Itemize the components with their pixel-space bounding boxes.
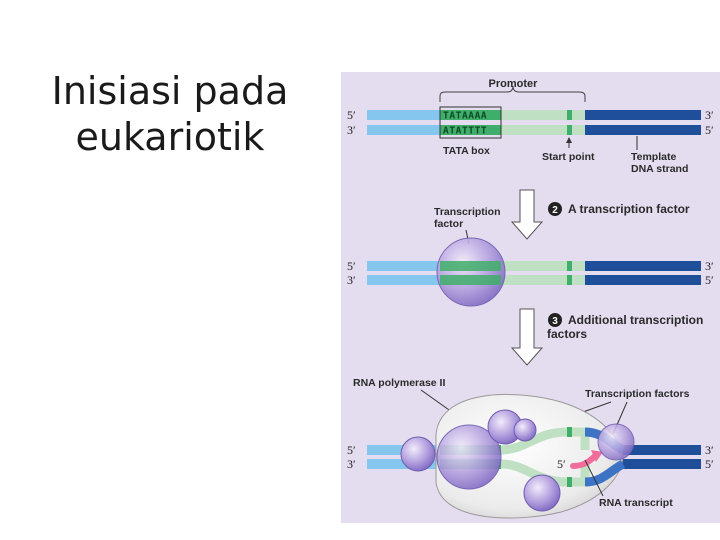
step2-number: 2 (552, 205, 558, 216)
step2-top-left-end: 5′ (347, 259, 356, 273)
step2-down-arrow (510, 189, 544, 240)
step1-top-right-end: 3′ (705, 108, 714, 122)
dna-duplex-step2 (367, 261, 701, 285)
step3-number: 3 (552, 316, 558, 327)
step3-top-right-end: 3′ (705, 443, 714, 457)
step1-top-left-end: 5′ (347, 108, 356, 122)
template-strand-label-line-1: Template (631, 151, 676, 163)
transcription-initiation-figure: Promoter TATAAAA ATATTTT 5′ 3′ 3′ 5′ TAT… (341, 72, 720, 523)
step2-number-badge (548, 202, 562, 216)
step2-bottom-left-end: 3′ (347, 273, 356, 287)
rna-five-prime-end: 5′ (557, 457, 566, 471)
step2-top-right-end: 3′ (705, 259, 714, 273)
tata-box-label: TATA box (443, 145, 490, 157)
step3-bottom-right-end: 5′ (705, 457, 714, 471)
step1-bottom-left-end: 3′ (347, 123, 356, 137)
transcription-factor-label-line-1: Transcription (434, 206, 501, 218)
tata-top-sequence: TATAAAA (443, 111, 487, 122)
step3-label-line-2: factors (547, 327, 587, 341)
slide-title-line-2: eukariotik (75, 115, 265, 159)
rna-transcript (570, 453, 598, 469)
step3-number-badge (548, 313, 562, 327)
step3-label-line-1: Additional transcription (568, 313, 703, 327)
rna-transcript-label: RNA transcript (599, 497, 673, 509)
step3-bottom-left-end: 3′ (347, 457, 356, 471)
tata-box-outline (439, 106, 502, 139)
step1-bottom-right-end: 5′ (705, 123, 714, 137)
transcription-factor-protein (436, 237, 506, 307)
transcription-factors-label: Transcription factors (585, 388, 690, 400)
start-point-label: Start point (542, 151, 595, 163)
tata-box-bound-top (440, 261, 501, 271)
slide-title: Inisiasi pada eukariotik (20, 68, 320, 160)
rna-transcript-arrowhead (591, 450, 603, 462)
promoter-bracket (439, 85, 586, 102)
step2-bottom-right-end: 5′ (705, 273, 714, 287)
transcription-factor-large-bound (436, 424, 502, 490)
rna-transcript-pointer (584, 459, 604, 497)
dna-bottom-strand (367, 125, 701, 135)
tata-box-bound-bottom (440, 275, 501, 285)
step3-down-arrow (510, 308, 544, 366)
step2-label: A transcription factor (568, 202, 690, 216)
promoter-label: Promoter (489, 78, 539, 90)
transcription-factor-left (400, 436, 436, 472)
transcription-factor-right (597, 423, 635, 461)
tata-bottom-sequence: ATATTTT (443, 126, 487, 137)
transcription-factor-top-small (513, 418, 537, 442)
transcription-factor-label-line-2: factor (434, 218, 463, 230)
dna-duplex-step1: TATAAAA ATATTTT (367, 106, 701, 139)
slide-title-line-1: Inisiasi pada (51, 69, 289, 113)
transcription-factor-bottom (523, 474, 561, 512)
step3-top-left-end: 5′ (347, 443, 356, 457)
template-strand-label-line-2: DNA strand (631, 163, 688, 175)
dna-top-strand (367, 110, 701, 120)
rna-polymerase-label: RNA polymerase II (353, 377, 445, 389)
